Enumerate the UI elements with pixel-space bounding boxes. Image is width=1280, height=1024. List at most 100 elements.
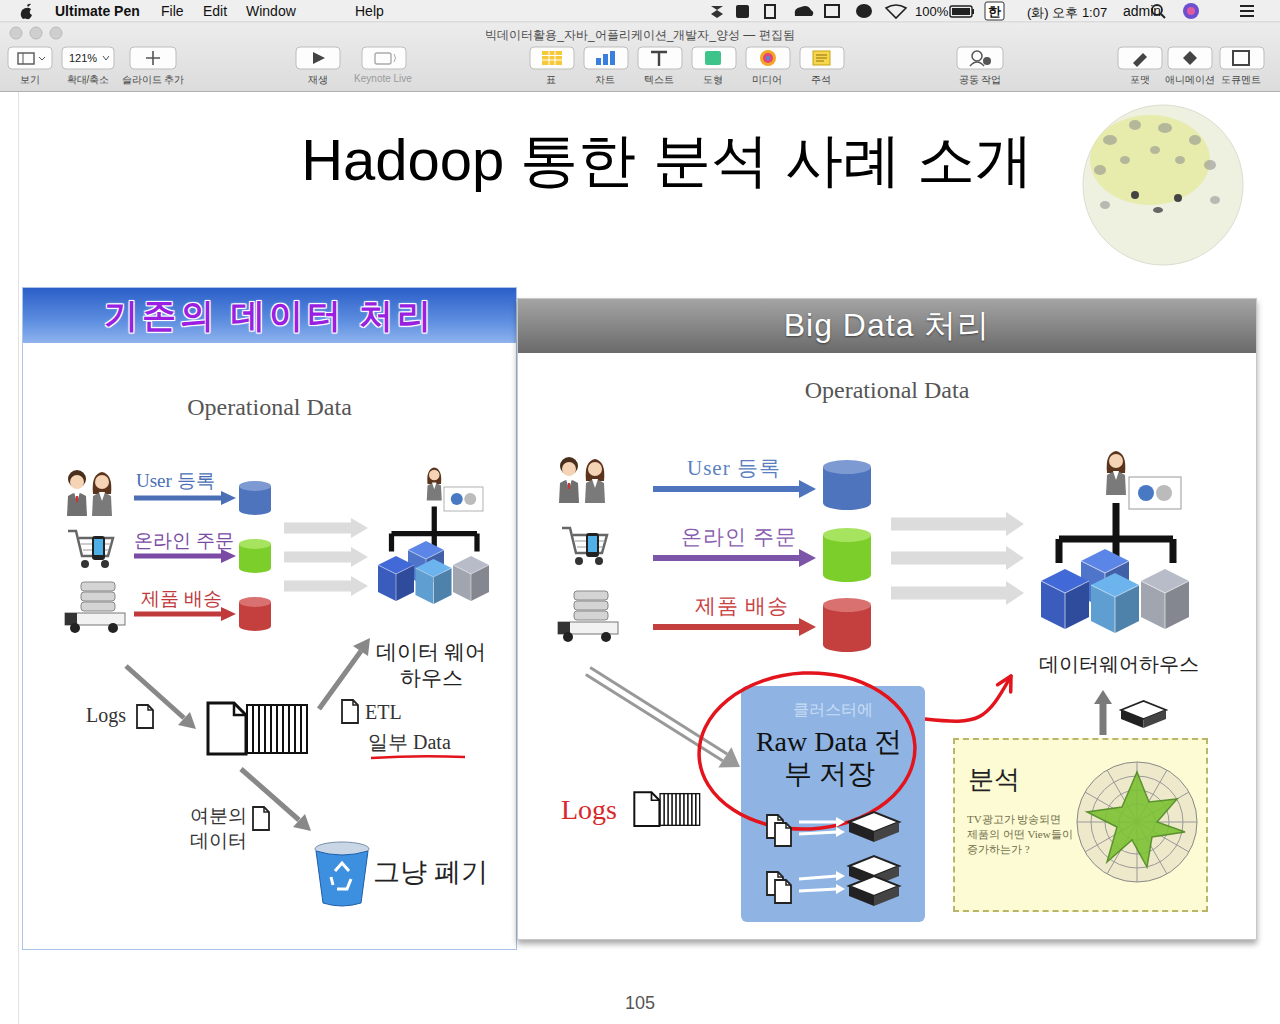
illustration-part — [651, 52, 667, 66]
illustration-part — [21, 4, 32, 20]
illustration-part — [1158, 123, 1172, 133]
illustration-part — [603, 54, 608, 65]
illustration-part — [1094, 165, 1106, 175]
slide-title: Hadoop 통한 분석 사례 소개 — [301, 122, 1033, 200]
illustration-part — [1189, 135, 1201, 145]
illustration-part — [130, 47, 176, 69]
illustration-part — [239, 563, 271, 573]
illustration-part — [134, 612, 223, 617]
toolbar-label: 슬라이드 추가 — [122, 73, 185, 87]
illustration-part — [351, 576, 368, 596]
illustration-part — [746, 47, 790, 69]
illustration-part — [30, 27, 42, 39]
illustration-part — [351, 518, 368, 538]
toolbar-label: 텍스트 — [644, 73, 674, 87]
arrow-label: User 등록 — [687, 454, 781, 482]
illustration-part — [50, 27, 62, 39]
logs-label: Logs — [86, 704, 126, 727]
illustration-part — [638, 47, 682, 69]
illustration-part — [1183, 51, 1197, 65]
illustration-part — [241, 769, 299, 820]
illustration-part — [596, 58, 601, 65]
analysis-heading: 분석 — [968, 762, 1020, 797]
block-arrow — [1094, 690, 1112, 735]
illustration-part — [1006, 546, 1024, 570]
illustration-part — [836, 871, 845, 881]
connector-line — [1100, 704, 1107, 735]
illustration-part — [823, 598, 871, 612]
window-title: 빅데이터활용_자바_어플리케이션_개발자_양성 — 편집됨 — [485, 27, 794, 44]
illustration-part — [558, 591, 618, 642]
illustration-part — [221, 607, 236, 621]
illustration-part — [1103, 135, 1117, 145]
toolbar-label: 보기 — [20, 73, 40, 87]
connector-line — [925, 676, 1011, 721]
illustration-part — [799, 821, 837, 824]
illustration-part — [284, 581, 353, 592]
illustration-part — [775, 880, 791, 903]
slide-number: 105 — [625, 993, 655, 1014]
toolbar-label: 표 — [546, 73, 556, 87]
menu-item: Window — [246, 3, 296, 19]
illustration-part — [799, 889, 837, 891]
illustration-part — [760, 50, 776, 66]
illustration-part — [653, 555, 801, 561]
illustration-part — [1077, 762, 1197, 882]
illustration-part — [284, 552, 353, 563]
illustration-part — [126, 666, 184, 718]
illustration-part — [221, 491, 236, 505]
illustration-part — [1161, 14, 1165, 18]
illustration-part — [585, 459, 605, 503]
illustration-part — [711, 6, 723, 18]
panel: 기존의 데이터 처리Operational Data데이터 웨어하우스User … — [22, 287, 517, 950]
illustration-part — [1094, 120, 1220, 209]
arrow-label: 온라인 주문 — [134, 528, 234, 554]
toolbar-label: 애니메이션 — [1165, 73, 1215, 87]
illustration-part — [134, 554, 223, 559]
illustration-part — [562, 528, 607, 565]
arrow-head — [998, 676, 1011, 692]
menu-clock: (화) 오후 1:07 — [1027, 4, 1107, 22]
illustration-part — [559, 457, 579, 503]
warehouse-label-box: 데이터 웨어하우스 — [373, 639, 489, 692]
toolbar-label: 포맷 — [1130, 73, 1150, 87]
illustration-part — [1153, 207, 1163, 213]
illustration-part — [891, 552, 1008, 565]
illustration-part — [983, 57, 991, 65]
illustration-part — [736, 5, 749, 18]
illustration-part — [799, 549, 816, 567]
illustration-part — [823, 568, 871, 582]
illustration-part — [362, 47, 406, 69]
illustration-part — [825, 5, 839, 17]
illustration-part — [957, 47, 1003, 69]
illustration-part — [0, 92, 1280, 1024]
illustration-part — [375, 53, 391, 64]
illustration-part — [610, 51, 615, 65]
illustration-part — [1183, 3, 1199, 19]
illustration-part — [1133, 53, 1147, 67]
illustration-part — [1131, 191, 1139, 199]
illustration-part — [0, 23, 1280, 91]
illustration-part — [18, 92, 19, 1024]
illustration-part — [584, 47, 628, 69]
panel: Big Data 처리Operational Data 클러스터에Raw Dat… — [517, 298, 1257, 940]
illustration-part — [1100, 201, 1110, 209]
illustration-part — [239, 621, 271, 631]
cluster-box: 클러스터에Raw Data 전부 저장 — [741, 686, 925, 922]
toolbar-label: Keynote Live — [354, 73, 412, 84]
illustration-part — [18, 53, 34, 64]
illustration-part — [972, 51, 982, 61]
illustration-part — [823, 496, 871, 510]
warehouse-label: 데이터 웨어하우스 — [373, 639, 489, 692]
illustration-part — [836, 827, 845, 837]
toolbar-label: 차트 — [595, 73, 615, 87]
illustration-part — [813, 51, 830, 65]
arrow-label: User 등록 — [136, 468, 215, 494]
toolbar-label: 주석 — [811, 73, 831, 87]
illustration-part — [67, 470, 87, 516]
etl-note: 일부 Data — [368, 729, 451, 756]
illustration-part — [692, 47, 736, 69]
illustration-part — [590, 668, 727, 754]
illustration-part — [65, 582, 125, 633]
discard-label: 그냥 폐기 — [373, 854, 488, 890]
